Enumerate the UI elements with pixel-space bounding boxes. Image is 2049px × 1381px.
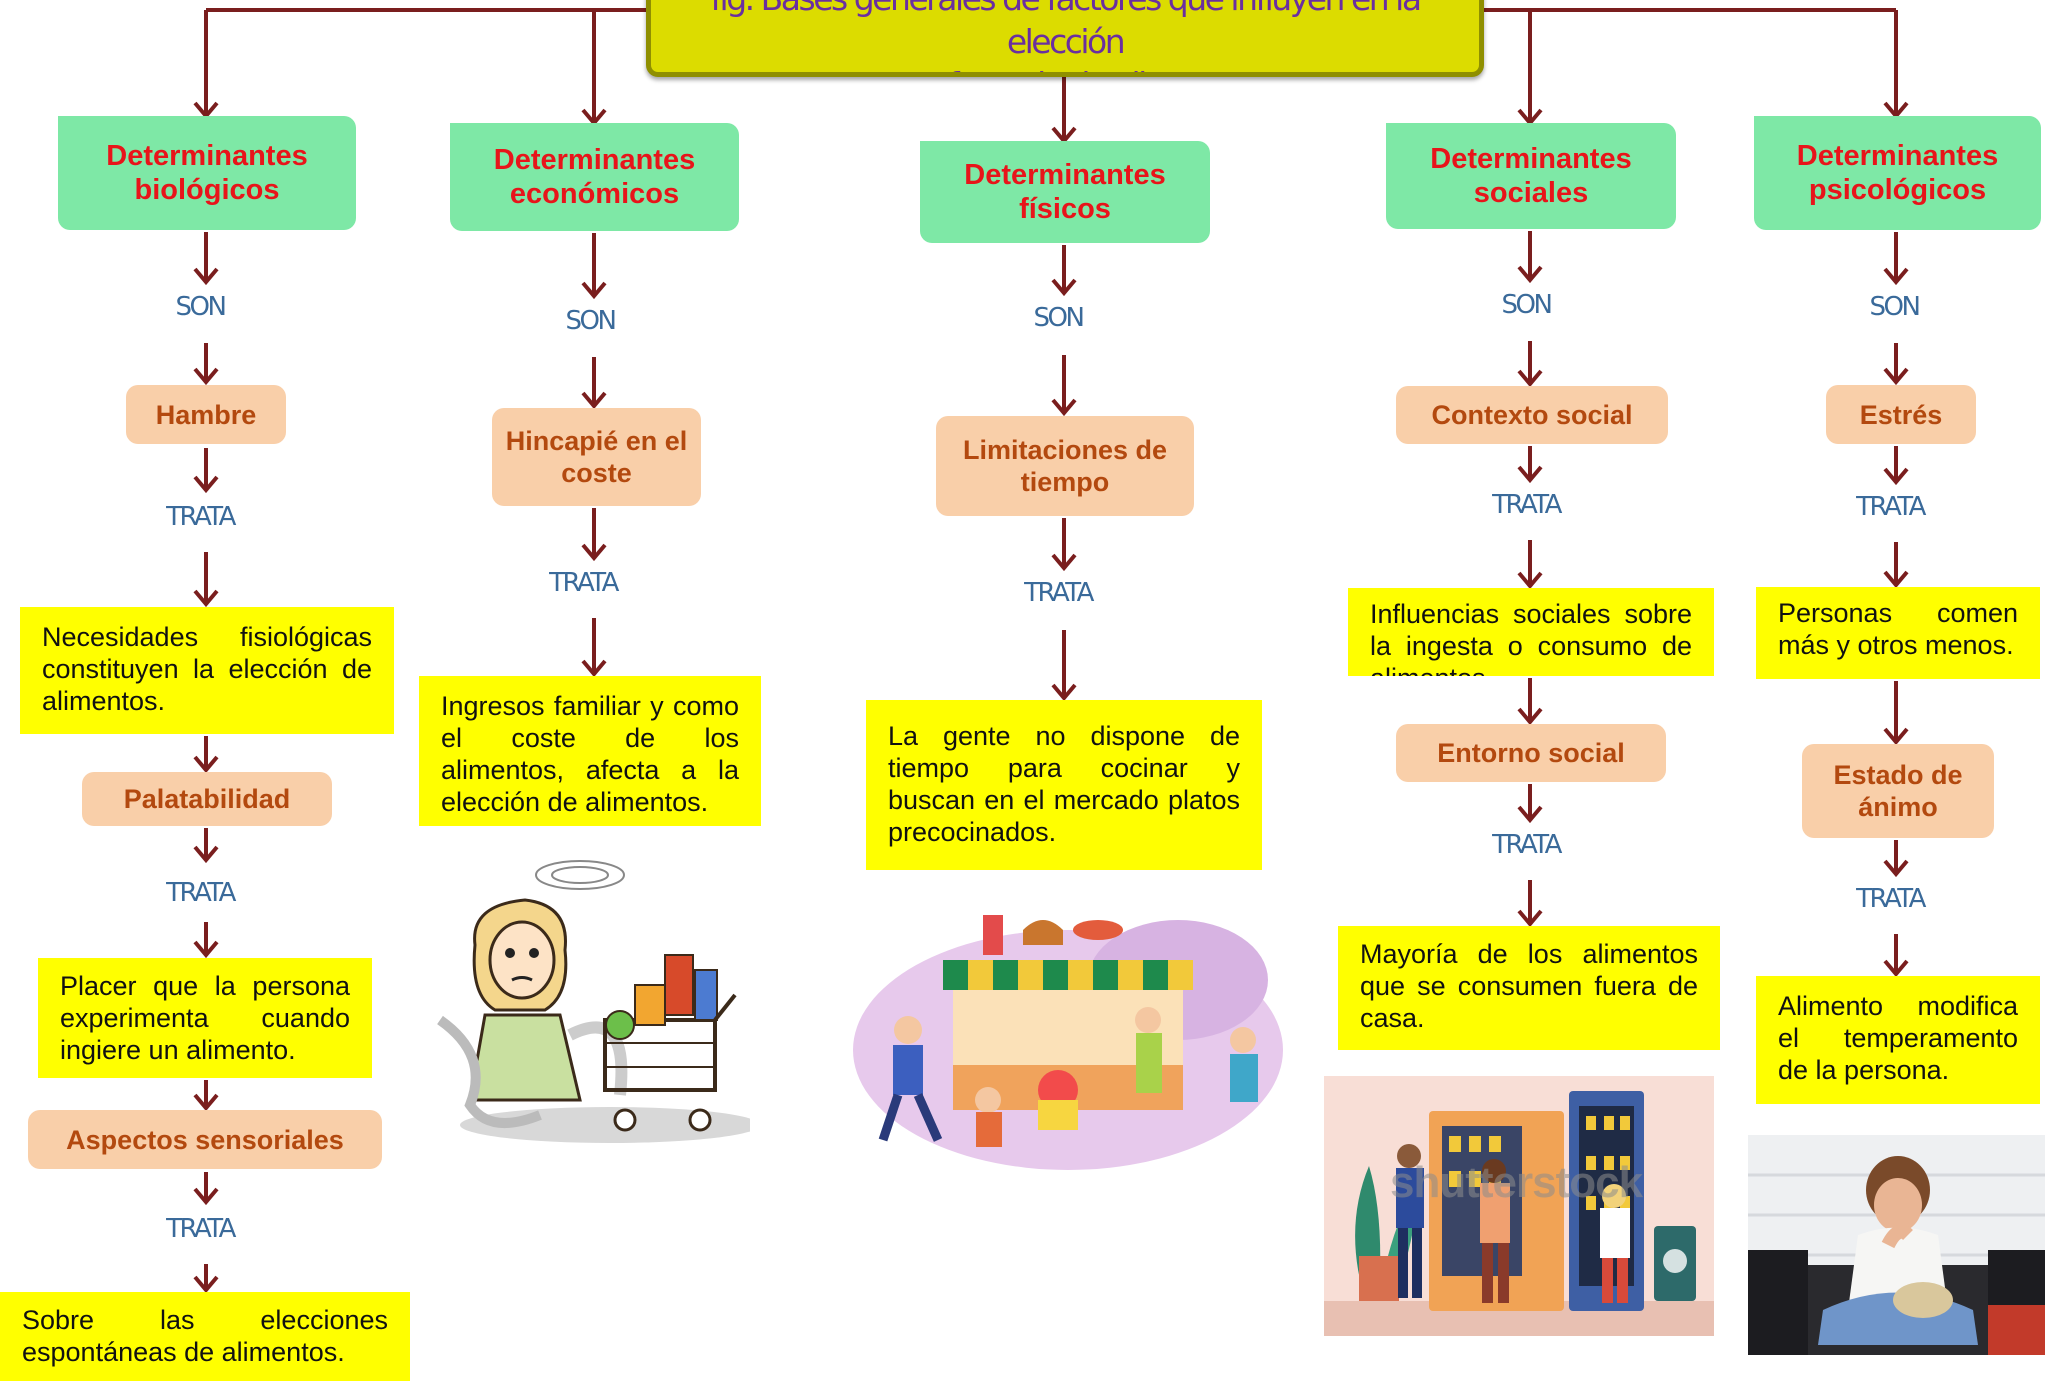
arrow-head [193, 755, 219, 774]
link-word-trata: TRATA [1024, 578, 1094, 608]
arrow-head [193, 1093, 219, 1112]
link-word-trata: TRATA [166, 878, 236, 908]
arrow-head [1517, 707, 1543, 726]
determinant-economicos: Determinantes económicos [450, 123, 739, 231]
factor-entorno-social: Entorno social [1396, 724, 1666, 782]
description-entorno-social: Mayoría de los alimentos que se consumen… [1338, 926, 1720, 1050]
arrow-head [1051, 278, 1077, 297]
determinant-biologicos: Determinantes biológicos [58, 116, 356, 230]
link-word-trata: TRATA [166, 502, 236, 532]
link-word-trata: TRATA [1492, 830, 1562, 860]
arrow-head [581, 391, 607, 410]
description-estres: Personas comen más y otros menos. [1756, 587, 2040, 679]
description-palatabilidad: Placer que la persona experimenta cuando… [38, 958, 372, 1078]
determinant-psicologicos: Determinantes psicológicos [1754, 116, 2041, 230]
link-word-son: SON [175, 292, 227, 322]
arrow-head [1883, 570, 1909, 589]
factor-estres: Estrés [1826, 385, 1976, 444]
diagram-title-line-2: y preferencia de alimentos [876, 65, 1256, 72]
arrow-head [1883, 959, 1909, 978]
link-word-son: SON [1501, 290, 1553, 320]
arrow-head [1517, 265, 1543, 284]
arrow-head [193, 1275, 219, 1294]
arrow-head [581, 281, 607, 300]
arrow-head [1883, 859, 1909, 878]
description-estado-de-animo: Alimento modifica el temperamento de la … [1756, 976, 2040, 1104]
link-word-son: SON [1033, 303, 1085, 333]
link-word-trata: TRATA [1856, 492, 1926, 522]
arrow-head [1051, 683, 1077, 702]
arrow-head [1883, 267, 1909, 286]
arrow-head [193, 845, 219, 864]
arrow-head [1883, 727, 1909, 746]
arrow-head [581, 659, 607, 678]
arrow-head [1517, 909, 1543, 928]
arrow-head [1051, 553, 1077, 572]
diagram-title-line-1: fig. Bases generales de factores que inf… [710, 0, 1422, 61]
arrow-head [1517, 369, 1543, 388]
description-hambre: Necesidades fisiológicas constituyen la … [20, 607, 394, 734]
factor-hambre: Hambre [126, 385, 286, 444]
arrow-head [193, 589, 219, 608]
factor-palatabilidad: Palatabilidad [82, 772, 332, 826]
determinant-sociales: Determinantes sociales [1386, 123, 1676, 229]
food-market-illustration [853, 915, 1283, 1170]
arrow-head [193, 267, 219, 286]
woman-eating-on-sofa-photo [1748, 1135, 2045, 1355]
factor-aspectos-sensoriales: Aspectos sensoriales [28, 1110, 382, 1169]
stressed-shopper-illustration [437, 860, 750, 1143]
link-word-son: SON [1869, 292, 1921, 322]
factor-hincapie-coste: Hincapié en el coste [492, 408, 701, 506]
shutterstock-watermark: shutterstock [1390, 1158, 1643, 1207]
factor-limitaciones-tiempo: Limitaciones de tiempo [936, 416, 1194, 516]
arrow-head [1517, 571, 1543, 590]
vending-machine-illustration [1324, 1076, 1714, 1336]
arrow-head [193, 475, 219, 494]
link-word-trata: TRATA [549, 568, 619, 598]
link-word-trata: TRATA [1856, 884, 1926, 914]
arrow-head [1883, 367, 1909, 386]
diagram-title: fig. Bases generales de factores que inf… [646, 0, 1484, 77]
arrow-head [1517, 805, 1543, 824]
description-limitaciones-tiempo: La gente no dispone de tiempo para cocin… [866, 700, 1262, 870]
description-contexto-social: Influencias sociales sobre la ingesta o … [1348, 588, 1714, 676]
factor-contexto-social: Contexto social [1396, 386, 1668, 444]
link-word-trata: TRATA [1492, 490, 1562, 520]
description-aspectos-sensoriales: Sobre las elecciones espontáneas de alim… [0, 1292, 410, 1381]
arrow-head [193, 1187, 219, 1206]
arrow-head [193, 367, 219, 386]
arrow-head [1883, 467, 1909, 486]
arrow-head [1517, 465, 1543, 484]
arrow-head [1051, 398, 1077, 417]
arrow-head [581, 543, 607, 562]
link-word-son: SON [565, 306, 617, 336]
arrow-head [193, 940, 219, 959]
factor-estado-de-animo: Estado de ánimo [1802, 744, 1994, 838]
determinant-fisicos: Determinantes físicos [920, 141, 1210, 243]
link-word-trata: TRATA [166, 1214, 236, 1244]
description-hincapie-coste: Ingresos familiar y como el coste de los… [419, 676, 761, 826]
